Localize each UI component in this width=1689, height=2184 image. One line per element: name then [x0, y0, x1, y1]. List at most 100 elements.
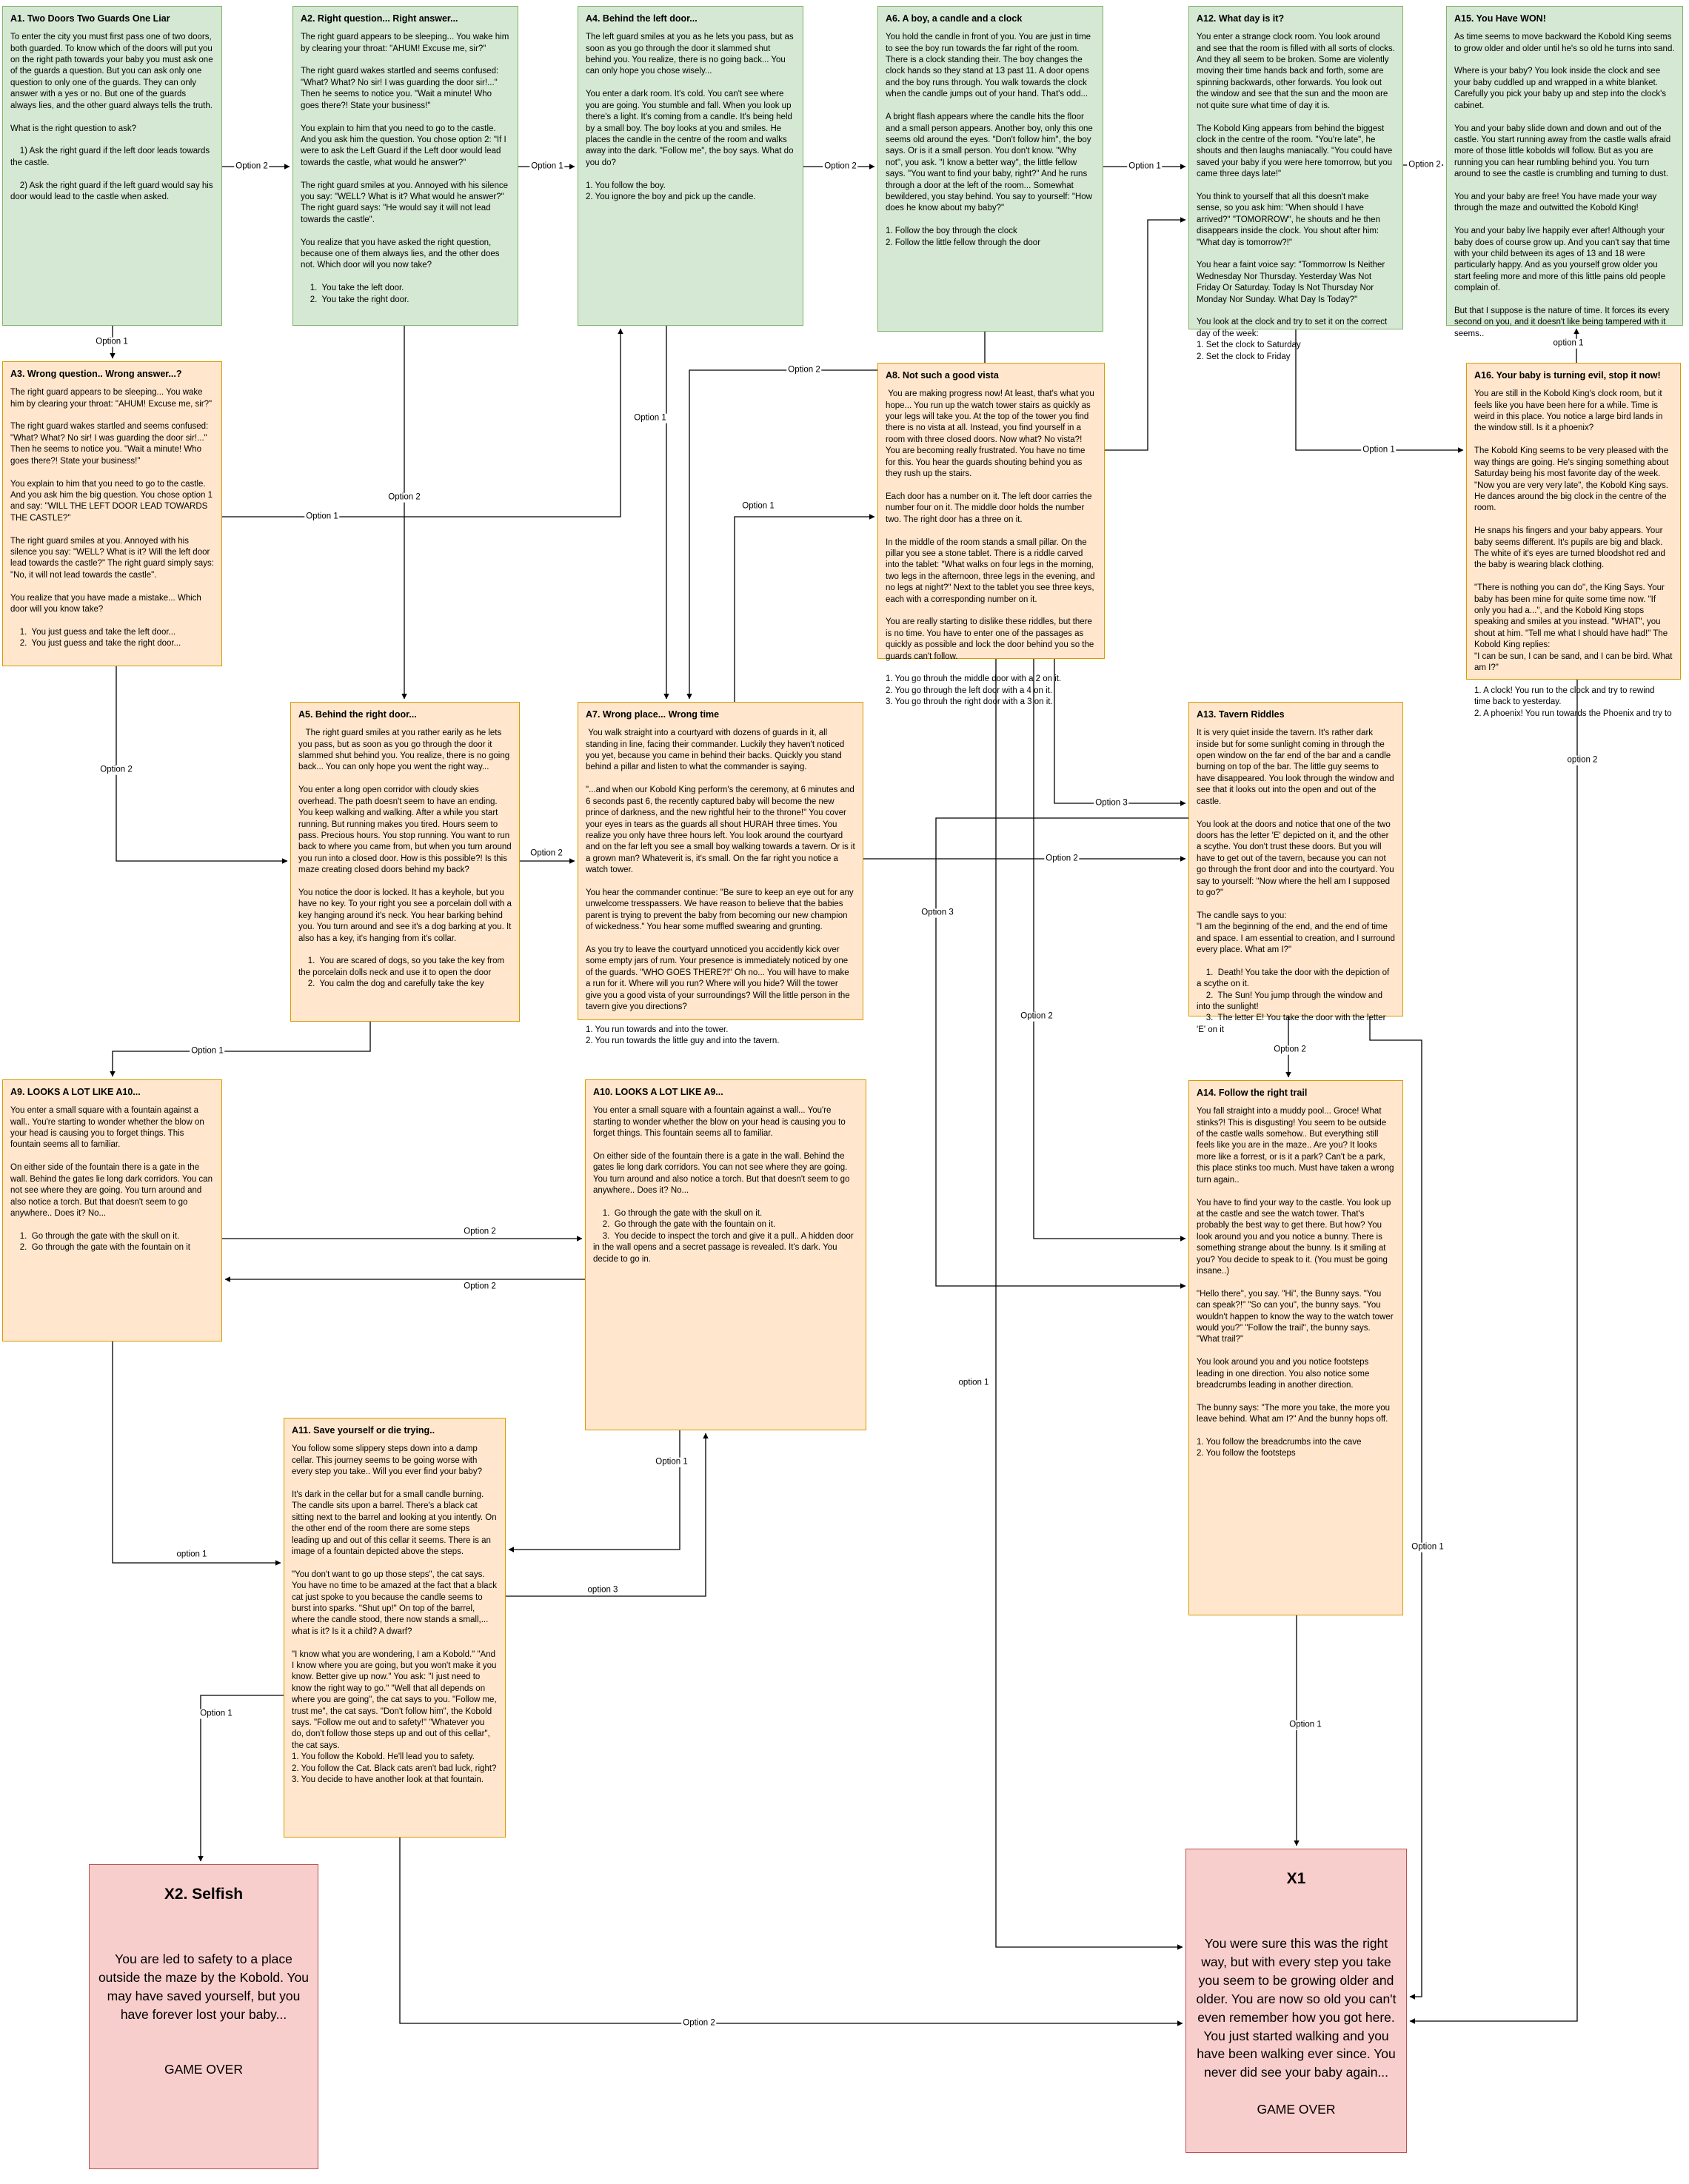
node-body: You fall straight into a muddy pool... G… — [1197, 1107, 1394, 1458]
node-body: The left guard smiles at you as he lets … — [586, 33, 794, 201]
edge-label-A13-X1: Option 1 — [1410, 1542, 1445, 1552]
node-title: A4. Behind the left door... — [586, 13, 698, 24]
story-node-X1: X1 You were sure this was the right way,… — [1185, 1849, 1407, 2153]
edge-label-A6-A12: Option 1 — [1127, 161, 1163, 172]
edge-A3-A4 — [222, 328, 623, 517]
node-title: A7. Wrong place... Wrong time — [586, 709, 720, 720]
node-title: X1 — [1286, 1870, 1306, 1887]
story-node-A3: A3. Wrong question.. Wrong answer...? Th… — [2, 361, 222, 666]
edge-label-A12-A16: Option 1 — [1361, 445, 1397, 455]
node-body: The right guard smiles at you rather ear… — [298, 728, 512, 989]
edge-label-A4-A6: Option 2 — [823, 161, 858, 172]
node-title: A5. Behind the right door... — [298, 709, 417, 720]
edge-label-A1-A2: Option 2 — [234, 161, 270, 172]
node-title: A13. Tavern Riddles — [1197, 709, 1285, 720]
node-title: A12. What day is it? — [1197, 13, 1285, 24]
node-body: You are still in the Kobold King's clock… — [1474, 389, 1673, 718]
edge-A13-A14 — [935, 817, 1188, 1289]
node-body: You follow some slippery steps down into… — [292, 1444, 498, 1785]
story-node-A16: A16. Your baby is turning evil, stop it … — [1466, 363, 1681, 718]
node-title: A9. LOOKS A LOT LIKE A10... — [10, 1087, 141, 1097]
edge-label-A9-A10: Option 2 — [462, 1227, 498, 1237]
story-node-A7: A7. Wrong place... Wrong time You walk s… — [578, 702, 863, 1045]
edge-A11-X1 — [399, 1838, 1183, 2026]
edge-label-A16-X1: option 2 — [1565, 755, 1599, 766]
story-node-A2: A2. Right question... Right answer... Th… — [292, 6, 518, 326]
edge-label-A13-A14: Option 2 — [1272, 1045, 1308, 1055]
edge-label-A8-A13: Option 3 — [1094, 798, 1129, 808]
node-body: You enter a small square with a fountain… — [593, 1106, 854, 1264]
node-body: As time seems to move backward the Kobol… — [1454, 33, 1675, 338]
node-title: A16. Your baby is turning evil, stop it … — [1474, 370, 1661, 381]
edge-label-A13-A14: Option 3 — [920, 908, 955, 918]
edge-A16-X1 — [1409, 680, 1578, 2024]
node-body: To enter the city you must first pass on… — [10, 33, 213, 201]
edge-A6-A7 — [686, 332, 986, 700]
edge-label-A8-X1: option 1 — [957, 1378, 991, 1388]
node-body: You are making progress now! At least, t… — [886, 389, 1095, 707]
node-title: A6. A boy, a candle and a clock — [886, 13, 1023, 24]
edge-A8-A13 — [1054, 659, 1186, 806]
edge-label-A5-A9: Option 1 — [190, 1046, 225, 1056]
node-title: A10. LOOKS A LOT LIKE A9... — [593, 1087, 723, 1097]
node-title: A3. Wrong question.. Wrong answer...? — [10, 369, 182, 379]
story-node-A4: A4. Behind the left door... The left gua… — [578, 6, 803, 326]
node-body: You enter a small square with a fountain… — [10, 1106, 213, 1253]
story-node-A13: A13. Tavern Riddles It is very quiet ins… — [1188, 702, 1403, 1034]
story-node-A14: A14. Follow the right trail You fall str… — [1188, 1080, 1403, 1615]
edge-label-A14-X1: Option 1 — [1288, 1720, 1323, 1730]
node-body: You enter a strange clock room. You look… — [1197, 33, 1395, 361]
edge-label-A12-A15: Option 2 — [1407, 160, 1442, 170]
edge-label-A1-A3: Option 1 — [94, 337, 130, 347]
story-node-A9: A9. LOOKS A LOT LIKE A10... You enter a … — [2, 1079, 222, 1341]
edge-A8-A12 — [1105, 217, 1186, 451]
story-node-A12: A12. What day is it? You enter a strange… — [1188, 6, 1403, 361]
edge-label-A2-A4: Option 1 — [529, 161, 565, 172]
edge-A8-A14 — [1033, 659, 1186, 1242]
node-body: You walk straight into a courtyard with … — [586, 728, 855, 1046]
node-body: The right guard appears to be sleeping..… — [10, 388, 214, 649]
edge-label-A7-A13: Option 2 — [1044, 854, 1080, 864]
story-node-A8: A8. Not such a good vista You are making… — [877, 363, 1105, 706]
node-title: A14. Follow the right trail — [1197, 1088, 1308, 1098]
node-body: You are led to safety to a place outside… — [98, 1952, 310, 2077]
edge-label-A6-A7: Option 2 — [786, 365, 822, 375]
story-node-A10: A10. LOOKS A LOT LIKE A9... You enter a … — [585, 1079, 866, 1430]
node-body: It is very quiet inside the tavern. It's… — [1197, 728, 1395, 1034]
edge-label-A5-A7: Option 2 — [529, 848, 564, 859]
edge-A13-X1 — [1369, 1016, 1422, 2000]
edge-A12-A16 — [1295, 329, 1464, 453]
node-title: A11. Save yourself or die trying.. — [292, 1425, 435, 1436]
edge-label-A16-A15: option 1 — [1551, 338, 1585, 349]
edge-label-A2-A5: Option 2 — [387, 492, 422, 503]
node-title: A8. Not such a good vista — [886, 370, 999, 381]
edge-A3-A5 — [116, 666, 288, 864]
edge-label-A3-A4: Option 1 — [304, 512, 340, 522]
story-node-A1: A1. Two Doors Two Guards One Liar To ent… — [2, 6, 222, 326]
node-title: A1. Two Doors Two Guards One Liar — [10, 13, 170, 24]
node-body: The right guard appears to be sleeping..… — [301, 33, 509, 304]
edge-A9-A11 — [112, 1341, 281, 1566]
edge-label-A8-A14: Option 2 — [1019, 1011, 1054, 1022]
node-title: A2. Right question... Right answer... — [301, 13, 458, 24]
edge-A5-A9 — [110, 1022, 371, 1077]
node-title: X2. Selfish — [164, 1886, 244, 1903]
story-node-A6: A6. A boy, a candle and a clock You hold… — [877, 6, 1103, 332]
edge-label-A4-A7: Option 1 — [632, 413, 668, 423]
story-node-A11: A11. Save yourself or die trying.. You f… — [284, 1418, 506, 1838]
edge-label-A11-X1: Option 2 — [681, 2018, 717, 2029]
node-body: You hold the candle in front of you. You… — [886, 33, 1093, 247]
node-body: You were sure this was the right way, bu… — [1196, 1936, 1397, 2117]
edge-A7-A8 — [734, 514, 875, 702]
story-node-X2: X2. Selfish You are led to safety to a p… — [89, 1864, 318, 2169]
edge-label-A11-X2: Option 1 — [198, 1709, 234, 1719]
edge-label-A10-A9: Option 2 — [462, 1282, 498, 1292]
edge-A11-A10 — [506, 1433, 709, 1597]
story-node-A15: A15. You Have WON! As time seems to move… — [1446, 6, 1683, 338]
edge-label-A3-A5: Option 2 — [98, 765, 134, 775]
edge-label-A11-A10: option 3 — [586, 1585, 620, 1595]
edge-A11-X2 — [198, 1695, 284, 1862]
edge-A10-A11 — [508, 1430, 680, 1552]
